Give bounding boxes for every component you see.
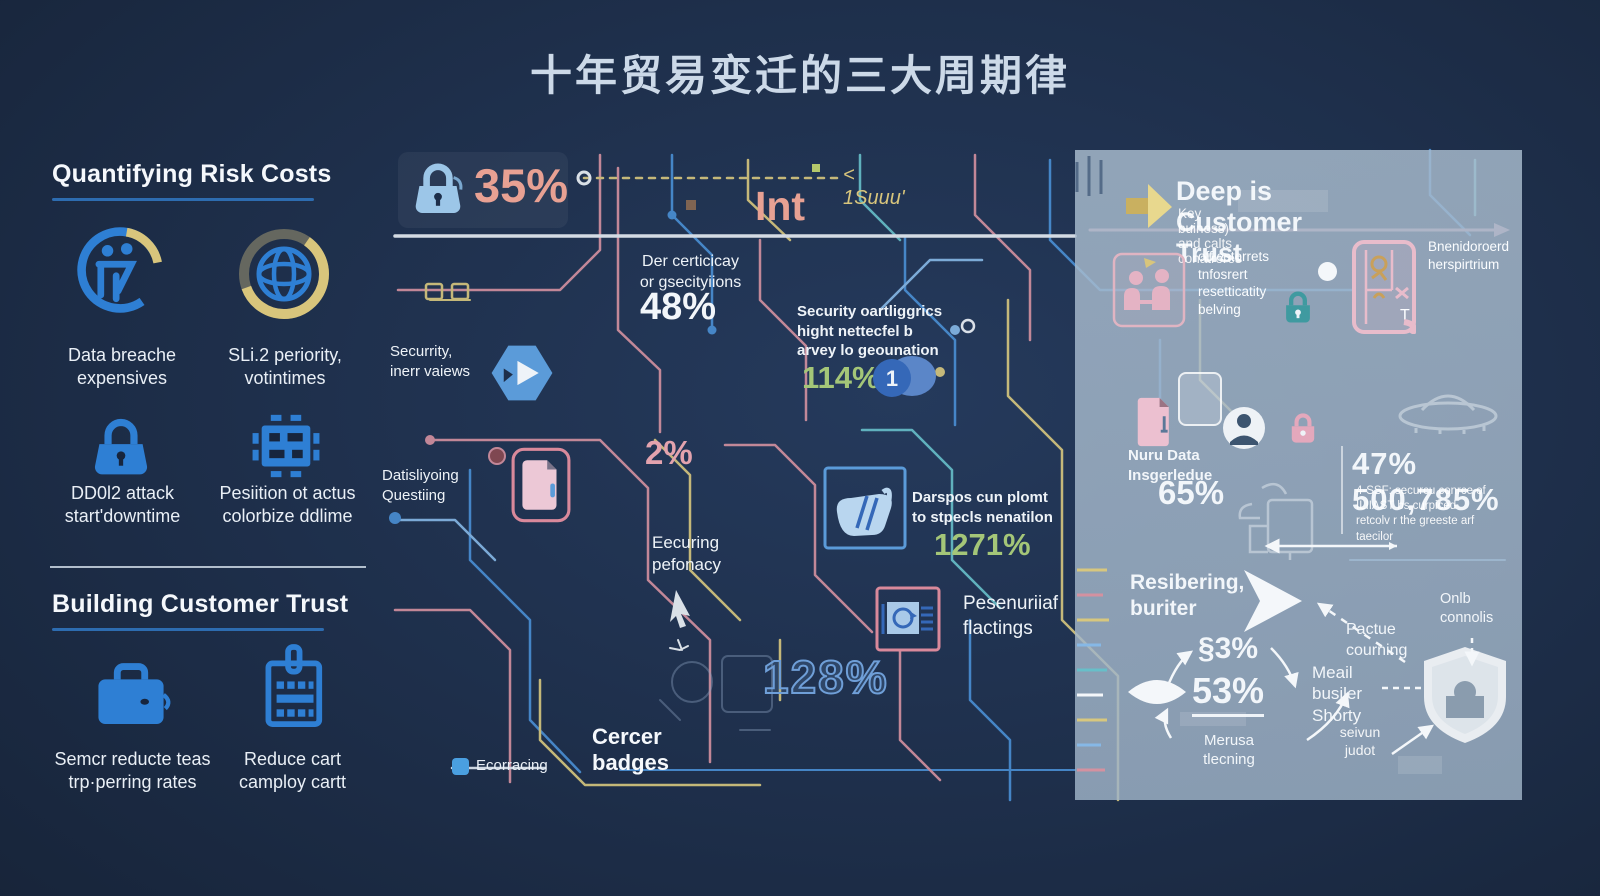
panel-vertical-divider bbox=[1341, 446, 1343, 534]
globe-ring-icon bbox=[239, 229, 329, 319]
pixel-artifact bbox=[1238, 190, 1328, 212]
eye-icon bbox=[1128, 680, 1186, 704]
hand-chart-icon bbox=[823, 466, 907, 550]
trust-item-label: Reduce cart camploy cartt bbox=[238, 749, 347, 792]
card-outline-icon bbox=[1178, 372, 1222, 426]
risk-item-label: DD0l2 attack start'downtime bbox=[64, 483, 181, 526]
trust-section-heading: Building Customer Trust bbox=[52, 590, 349, 618]
data-questing-label: Datisliyoing Questiing bbox=[382, 467, 459, 504]
person-circle-icon bbox=[1223, 407, 1265, 449]
risk-item-label: SLi.2 periority, votintimes bbox=[228, 345, 342, 388]
lock-teal-icon bbox=[1286, 291, 1310, 323]
shield-lock-icon bbox=[1424, 647, 1506, 743]
lock-stat-value: 35% bbox=[474, 159, 569, 212]
legend-label: Ecorracing bbox=[476, 757, 548, 774]
panel-item-hersp: Bnenidoroerd herspirtrium bbox=[1428, 239, 1510, 272]
ufo-outline-icon bbox=[1398, 394, 1498, 434]
risk-item-label: Data breache expensives bbox=[67, 345, 177, 388]
risk-item-label: Pesiition ot actus colorbize ddlime bbox=[219, 483, 356, 526]
arrow-right-icon bbox=[1126, 184, 1172, 228]
pixel-artifact bbox=[1180, 712, 1246, 726]
lock-pink-icon bbox=[1291, 413, 1315, 443]
chevron-right-icon bbox=[1244, 570, 1302, 632]
resibering-label: Resibering, buriter bbox=[1130, 571, 1245, 621]
people-pink-icon bbox=[1112, 252, 1186, 328]
document-pink-icon bbox=[511, 447, 571, 523]
risk-section-heading: Quantifying Risk Costs bbox=[52, 160, 332, 188]
cycle-main-value: 53% bbox=[1192, 670, 1265, 717]
nuru-value: 65% bbox=[1158, 474, 1225, 511]
panel-subheading: Key buiness) and calts conatrores bbox=[1178, 206, 1242, 266]
leader-label: < 1Suuu' bbox=[843, 164, 905, 209]
ecuring-label: Eecuring pefonacy bbox=[652, 533, 721, 575]
onlb-label: Onlb connolis bbox=[1440, 591, 1494, 626]
page-title: 十年贸易变迁的三大周期律 bbox=[529, 52, 1070, 99]
big-stat-value: 47% 500,785% bbox=[1352, 446, 1500, 517]
sidebar-divider bbox=[50, 566, 366, 568]
phone-pink-icon: T bbox=[1352, 240, 1416, 334]
trust-item-label: Semcr reducte teas trp·perring rates bbox=[54, 749, 211, 792]
pixel-artifact bbox=[1398, 756, 1442, 774]
screen-refresh-icon bbox=[875, 586, 941, 652]
briefcase-icon bbox=[98, 663, 171, 724]
padlock-icon bbox=[94, 418, 148, 475]
svg-text:1: 1 bbox=[886, 366, 898, 391]
security-block-text: Security oartliggrics hight nettecfel b … bbox=[797, 303, 943, 359]
badge-one-icon: 1 bbox=[873, 356, 936, 397]
device-outline-icon bbox=[1238, 482, 1314, 560]
circuit-chip-icon bbox=[252, 414, 320, 478]
trust-heading-rule bbox=[52, 628, 324, 631]
document-pink-small-icon bbox=[1137, 397, 1169, 447]
lock-stat-icon bbox=[415, 163, 463, 214]
two-pct-value: 2% bbox=[645, 434, 693, 471]
cert-block-text: Der certicicay or gsecityiions bbox=[639, 253, 742, 291]
hand-block-text: Darspos cun plomt to stpecls nenatilon bbox=[912, 489, 1053, 526]
person-timer-icon bbox=[77, 227, 163, 313]
panel-arrows-decoration bbox=[1075, 156, 1480, 772]
security-block-value: 114% bbox=[802, 360, 880, 395]
security-values-label: Securrity, inerr vaiews bbox=[390, 343, 471, 380]
hand-block-value: 1271% bbox=[934, 527, 1031, 562]
panel-item-customers: off estorrets tnfosrert resetticatity be… bbox=[1198, 249, 1270, 317]
seivun-label: seivun judot bbox=[1339, 724, 1381, 758]
legend-swatch-icon bbox=[452, 758, 469, 775]
pct-128-value: 128% bbox=[762, 650, 889, 704]
clipboard-icon bbox=[265, 644, 323, 727]
nuru-label: Nuru Data Insgerledue bbox=[1128, 447, 1213, 484]
cert-block-value: 48% bbox=[640, 286, 717, 328]
flactings-label: Pesenuriiaf flactings bbox=[963, 593, 1059, 639]
risk-heading-rule bbox=[52, 198, 314, 201]
white-dot-icon bbox=[1318, 262, 1337, 281]
cercer-badges-label: Cercer badges bbox=[592, 724, 670, 775]
cycle-top-value: §3% bbox=[1198, 632, 1259, 665]
panel-heading: Deep is Customer Trust bbox=[1176, 176, 1303, 268]
cycle-bottom-label: Merusa tlecning bbox=[1203, 732, 1255, 768]
hexagon-play-icon bbox=[491, 345, 553, 401]
svg-text:T: T bbox=[1400, 307, 1410, 324]
big-stat-desc: 4-SSF; securcu conrce of ILIIAST bs curp… bbox=[1356, 485, 1486, 543]
int-label: Int bbox=[755, 183, 806, 229]
